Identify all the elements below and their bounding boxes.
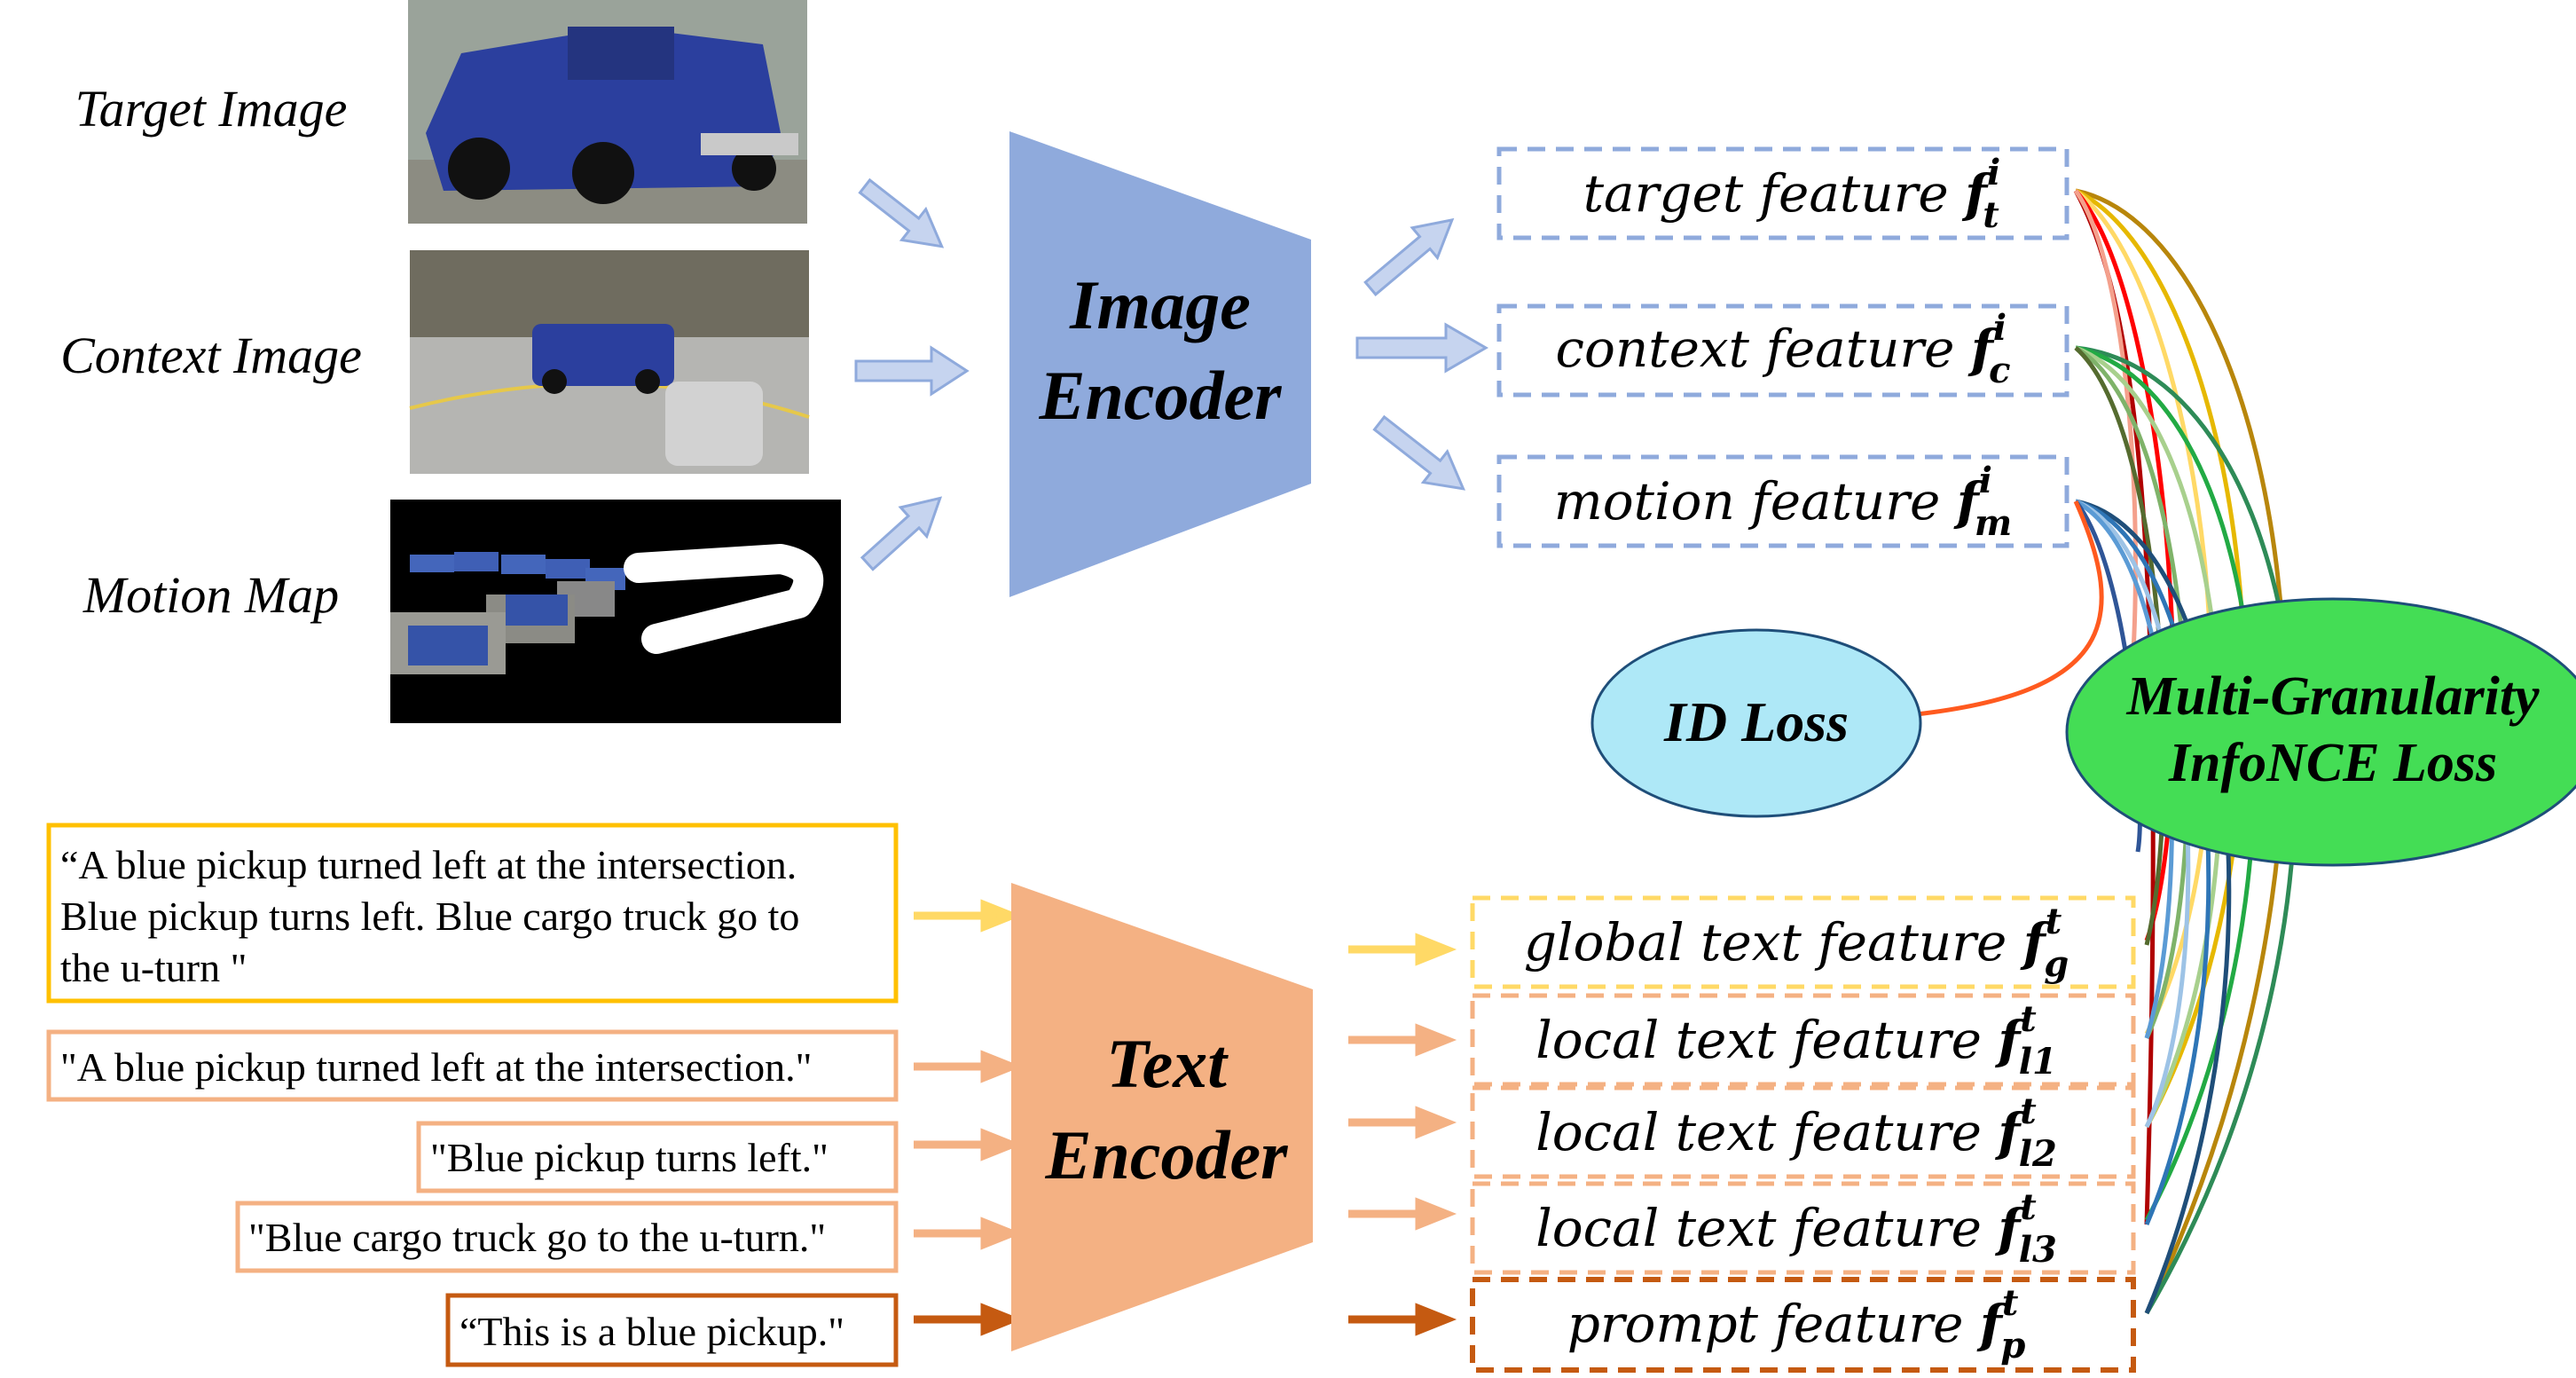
infonce-ellipse bbox=[2065, 597, 2576, 867]
caption-prompt: “This is a blue pickup." bbox=[445, 1293, 899, 1367]
encoder-to-global-arrow bbox=[1348, 933, 1457, 966]
caption-full-line3: the u-turn " bbox=[60, 945, 247, 990]
caption-local-3-text: "Blue cargo truck go to the u-turn." bbox=[248, 1215, 826, 1260]
text-feature-global-sub: g bbox=[2044, 943, 2069, 985]
text-encoder-line1: Text bbox=[1106, 1025, 1229, 1102]
svg-text:context feature fic: context feature fic bbox=[1556, 307, 2011, 391]
text-feature-local-1-text: local text feature bbox=[1535, 1010, 1998, 1070]
text-encoder-line2: Encoder bbox=[1045, 1116, 1289, 1193]
image-encoder-block bbox=[1009, 131, 1311, 597]
target-to-encoder-arrow bbox=[858, 177, 945, 248]
caption-prompt-arrow bbox=[914, 1303, 1023, 1336]
caption-local-2-arrow bbox=[914, 1128, 1023, 1161]
connection-target-d bbox=[2074, 189, 2176, 941]
encoder-to-prompt-arrow bbox=[1348, 1303, 1457, 1336]
image-encoder-line1: Image bbox=[1069, 266, 1251, 343]
image-feature-motion-text: motion feature bbox=[1554, 471, 1957, 532]
encoder-to-local3-arrow bbox=[1348, 1197, 1457, 1231]
text-feature-local-2-sub: l2 bbox=[2019, 1133, 2057, 1175]
caption-local-2: "Blue pickup turns left." bbox=[416, 1121, 899, 1193]
caption-full-line2: Blue pickup turns left. Blue cargo truck… bbox=[60, 894, 799, 939]
target-image bbox=[408, 0, 807, 224]
encoder-to-motion-arrow bbox=[1372, 414, 1466, 491]
caption-local-1-text: "A blue pickup turned left at the inters… bbox=[60, 1044, 812, 1090]
encoder-to-local2-arrow bbox=[1348, 1106, 1457, 1139]
caption-full-arrow bbox=[914, 899, 1023, 933]
image-feature-context-sub: c bbox=[1989, 350, 2010, 391]
text-feature-global-sup: t bbox=[2046, 901, 2062, 942]
text-feature-local-2-sup: t bbox=[2020, 1091, 2037, 1132]
text-feature-local-2-text: local text feature bbox=[1535, 1102, 1998, 1162]
text-feature-prompt-sub: p bbox=[2000, 1325, 2025, 1366]
image-feature-target-sup: i bbox=[1987, 152, 2000, 193]
motion-to-encoder-arrow bbox=[860, 496, 943, 571]
caption-arrows bbox=[914, 899, 1023, 1336]
caption-local-3-arrow bbox=[914, 1217, 1023, 1250]
caption-local-2-text: "Blue pickup turns left." bbox=[430, 1135, 829, 1180]
text-feature-global-text: global text feature bbox=[1524, 912, 2023, 972]
caption-prompt-text: “This is a blue pickup." bbox=[459, 1309, 844, 1354]
infonce-line1: Multi-Granularity bbox=[2125, 666, 2540, 727]
infonce-line2: InfoNCE Loss bbox=[2168, 733, 2497, 793]
image-feature-motion-sub: m bbox=[1975, 502, 2012, 544]
target-image-label: Target Image bbox=[75, 80, 348, 138]
image-feature-motion-sup: i bbox=[1979, 460, 1992, 501]
context-to-encoder-arrow bbox=[854, 345, 970, 397]
svg-text:prompt feature ftp: prompt feature ftp bbox=[1567, 1282, 2026, 1366]
encoder-to-context-arrow bbox=[1355, 322, 1488, 374]
caption-full-line1: “A blue pickup turned left at the inters… bbox=[60, 842, 797, 887]
image-feature-target-text: target feature bbox=[1583, 163, 1965, 224]
image-feature-context-sup: i bbox=[1993, 307, 2007, 349]
image-feature-target-sub: t bbox=[1983, 194, 1999, 236]
text-feature-local-1-sup: t bbox=[2020, 998, 2037, 1040]
text-feature-local-3-sub: l3 bbox=[2019, 1229, 2057, 1271]
text-feature-local-3-text: local text feature bbox=[1535, 1198, 1998, 1258]
connection-target-a bbox=[2075, 188, 2288, 1315]
text-feature-prompt-sup: t bbox=[2002, 1282, 2019, 1324]
text-encoder-block bbox=[1011, 883, 1313, 1351]
svg-text:global text feature ftg: global text feature ftg bbox=[1524, 901, 2069, 985]
image-feature-context-text: context feature bbox=[1556, 319, 1971, 379]
caption-local-1-arrow bbox=[914, 1050, 1023, 1083]
svg-text:motion feature fim: motion feature fim bbox=[1554, 460, 2013, 544]
motion-map-image bbox=[390, 500, 841, 723]
text-encoder-out-arrows bbox=[1348, 933, 1457, 1336]
context-image-label: Context Image bbox=[60, 327, 362, 384]
id-loss-ellipse bbox=[1590, 628, 1922, 818]
text-feature-local-1-sub: l1 bbox=[2019, 1041, 2057, 1083]
id-loss-label: ID Loss bbox=[1663, 690, 1849, 753]
encoder-to-target-arrow bbox=[1363, 217, 1455, 297]
connection-target-b bbox=[2074, 188, 2247, 1129]
connection-id-loss bbox=[1915, 500, 2104, 717]
image-encoder-line2: Encoder bbox=[1039, 357, 1283, 434]
caption-local-3: "Blue cargo truck go to the u-turn." bbox=[235, 1201, 899, 1273]
image-input-arrows bbox=[854, 177, 970, 571]
context-image bbox=[409, 250, 810, 474]
caption-full: “A blue pickup turned left at the inters… bbox=[46, 823, 899, 1004]
motion-map-label: Motion Map bbox=[82, 566, 339, 624]
caption-local-1: "A blue pickup turned left at the inters… bbox=[46, 1029, 899, 1102]
image-output-arrows bbox=[1355, 217, 1488, 491]
text-feature-prompt-text: prompt feature bbox=[1567, 1294, 1980, 1354]
text-feature-local-3-sup: t bbox=[2020, 1186, 2037, 1228]
encoder-to-local1-arrow bbox=[1348, 1023, 1457, 1057]
svg-text:target feature fit: target feature fit bbox=[1583, 152, 2000, 236]
